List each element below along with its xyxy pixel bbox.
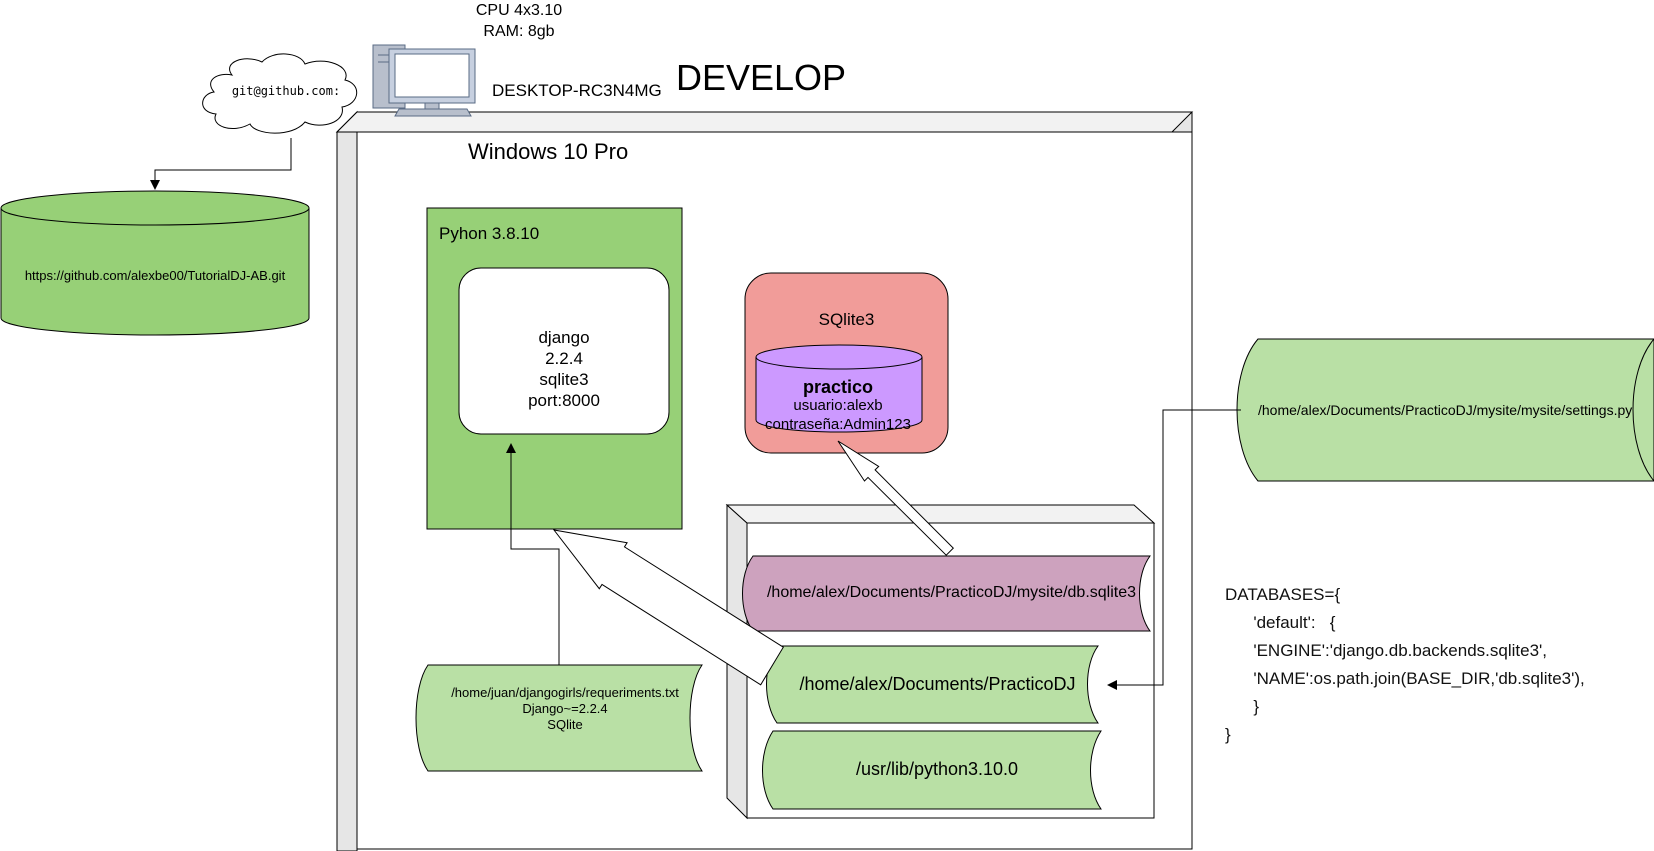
- django-package-box: [458, 267, 670, 435]
- requirements-file-tape: [415, 664, 703, 772]
- desktop-computer-icon: [372, 44, 476, 117]
- os-label: Windows 10 Pro: [468, 139, 629, 164]
- db-file-path: /home/alex/Documents/PracticoDJ/mysite/d…: [766, 584, 1137, 601]
- cpu-spec-label: CPU 4x3.10: [475, 2, 563, 19]
- package-port: port:8000: [528, 391, 600, 410]
- database-password: contraseña:Admin123: [765, 416, 911, 433]
- repository-url-label: https://github.com/alexbe00/TutorialDJ-A…: [24, 268, 286, 283]
- code-line: }: [1225, 697, 1260, 716]
- requirements-content: /home/juan/djangogirls/requeriments.txt …: [428, 685, 702, 733]
- filesystem-node-top: [725, 504, 1156, 524]
- package-django: django: [538, 328, 590, 347]
- settings-file-tape-edge: [1632, 338, 1654, 482]
- environment-label: DEVELOP: [676, 57, 847, 98]
- hostname-label: DESKTOP-RC3N4MG: [492, 81, 662, 100]
- package-sqlite3: sqlite3: [539, 370, 589, 389]
- settings-file-tape: [1236, 338, 1654, 482]
- database-user: usuario:alexb: [793, 397, 883, 414]
- git-remote-cloud: [202, 53, 358, 134]
- requirements-path: /home/juan/djangogirls/requeriments.txt: [451, 685, 679, 700]
- db-file-tape: [742, 555, 1151, 632]
- django-package-list: django 2.2.4 sqlite3 port:8000: [459, 327, 669, 411]
- ram-spec-label: RAM: 8gb: [483, 23, 555, 40]
- requirements-line-django: Django~=2.2.4: [522, 701, 608, 716]
- settings-file-path: /home/alex/Documents/PracticoDJ/mysite/m…: [1258, 402, 1633, 418]
- practico-db-cylinder: [755, 344, 923, 433]
- python-env-title: Pyhon 3.8.10: [439, 224, 540, 243]
- code-line: 'NAME':os.path.join(BASE_DIR,'db.sqlite3…: [1225, 669, 1585, 688]
- project-dir-path: /home/alex/Documents/PracticoDJ: [799, 674, 1076, 694]
- code-line: }: [1225, 725, 1231, 744]
- databases-settings-code: DATABASES={ 'default': { 'ENGINE':'djang…: [1225, 581, 1585, 749]
- settings-to-project-connector: [1107, 409, 1241, 690]
- sqlite-engine-label: SQlite3: [818, 310, 875, 329]
- windows-node-side: [336, 110, 358, 851]
- dbfile-to-sqlite-arrow: [837, 440, 955, 556]
- python-dir-tape: [762, 730, 1102, 810]
- requirements-to-django-connector: [506, 443, 560, 665]
- code-line: 'ENGINE':'django.db.backends.sqlite3',: [1225, 641, 1547, 660]
- package-version: 2.2.4: [545, 349, 583, 368]
- database-name: practico: [802, 377, 874, 397]
- requirements-line-sqlite: SQlite: [547, 717, 583, 732]
- cloud-to-repo-connector: [150, 138, 292, 190]
- project-to-python-arrow: [552, 529, 784, 686]
- code-line: 'default': {: [1225, 613, 1336, 632]
- code-line: DATABASES={: [1225, 585, 1341, 604]
- python-dir-path: /usr/lib/python3.10.0: [855, 759, 1019, 779]
- github-repo-cylinder: [0, 190, 310, 336]
- git-remote-label: git@github.com:: [231, 84, 341, 98]
